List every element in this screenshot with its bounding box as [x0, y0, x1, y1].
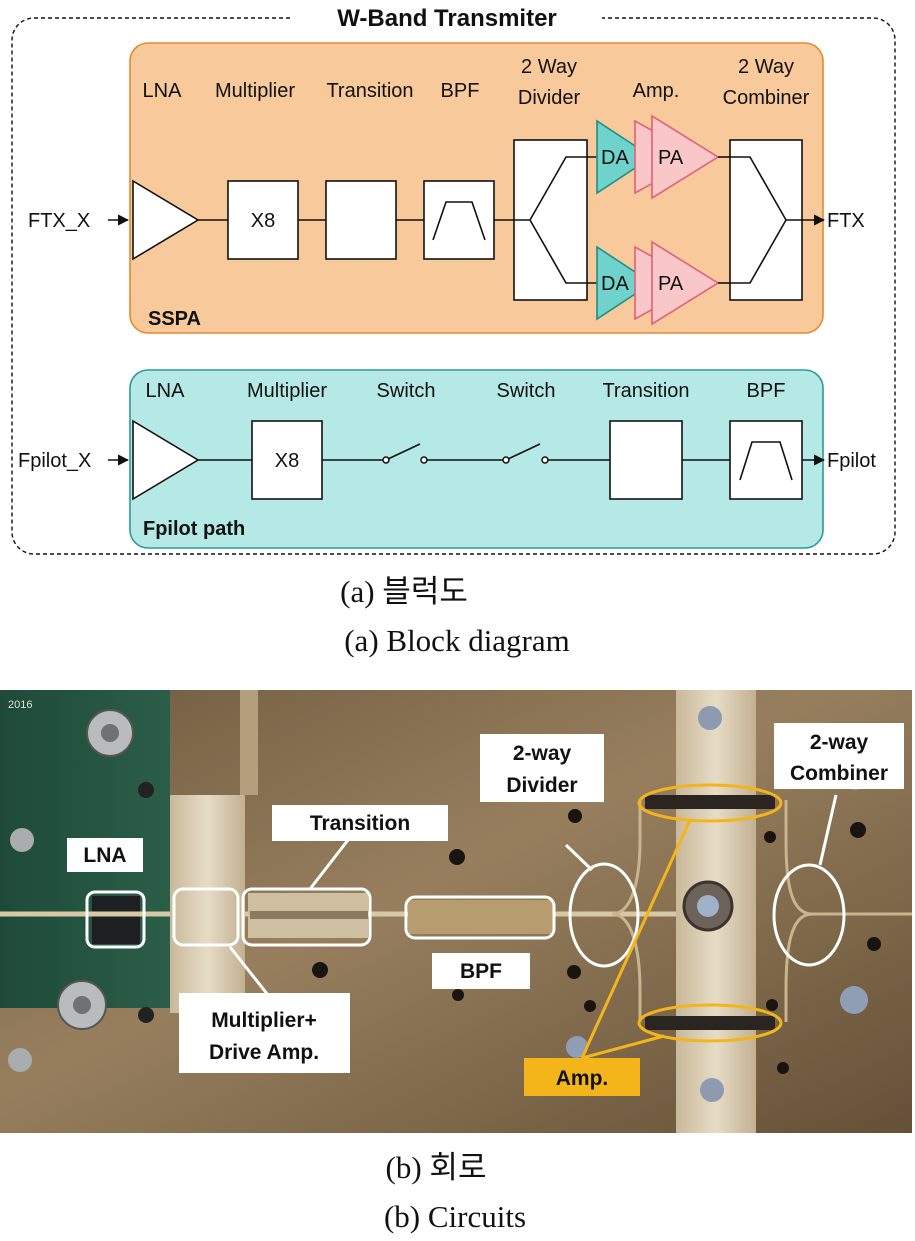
- combiner-paths: [730, 156, 802, 284]
- mounting-holes: [283, 809, 881, 1074]
- amp-chain-bottom: DA PA: [596, 240, 720, 326]
- ftx-port-label: FTX: [827, 210, 865, 232]
- highlight-shapes: [85, 794, 846, 996]
- pilot-label: Fpilot path: [143, 518, 245, 540]
- fpilot-x-port-label: Fpilot_X: [18, 450, 91, 472]
- sspa-panel: SSPA LNA Multiplier Transition BPF 2 Way…: [28, 42, 865, 334]
- svg-text:Multiplier+: Multiplier+: [211, 1009, 317, 1032]
- svg-text:Amp.: Amp.: [556, 1067, 609, 1090]
- svg-text:Transition: Transition: [310, 812, 410, 835]
- caption-b-korean: (b) 회로: [386, 1150, 487, 1185]
- diagram-title: W-Band Transmiter: [337, 5, 557, 32]
- sspa-header-combiner-line2: Combiner: [723, 87, 810, 109]
- pilot-lna-symbol: [132, 419, 200, 501]
- sspa-bpf-block: [423, 180, 495, 260]
- combiner-highlight: [772, 863, 846, 967]
- svg-text:2-way: 2-way: [513, 742, 572, 765]
- block-diagram: W-Band Transmiter SSPA LNA Multiplier Tr…: [11, 4, 896, 658]
- pa-symbol-top: [651, 114, 720, 200]
- pilot-bpf-block: [729, 420, 803, 500]
- sspa-multiplier-text: X8: [251, 210, 275, 232]
- sspa-header-amp: Amp.: [633, 80, 680, 102]
- circuit-photo: 2016: [0, 690, 912, 1234]
- sspa-header-combiner-line1: 2 Way: [738, 56, 794, 78]
- sspa-transition-block: [325, 180, 397, 260]
- board-marking: 2016: [8, 699, 32, 711]
- da-symbol-top: [596, 119, 654, 195]
- amp-chain-top: DA PA: [596, 114, 720, 200]
- svg-text:2-way: 2-way: [810, 731, 869, 754]
- amp-highlight-top: [637, 783, 783, 823]
- caption-a-english: (a) Block diagram: [344, 623, 570, 658]
- sspa-lna-symbol: [132, 179, 200, 261]
- caption-b-english: (b) Circuits: [384, 1199, 526, 1234]
- da-symbol-bottom: [596, 245, 654, 321]
- pilot-panel: Fpilot path LNA Multiplier Switch Switch…: [18, 369, 876, 549]
- divider-highlight: [568, 862, 640, 968]
- pilot-header-multiplier: Multiplier: [247, 380, 327, 402]
- divider-paths: [514, 156, 600, 284]
- lna-highlight: [85, 890, 146, 949]
- amp-chip-top: [645, 795, 775, 809]
- ftx-x-port-label: FTX_X: [28, 210, 90, 232]
- pa-label-top: PA: [658, 147, 684, 169]
- multiplier-highlight: [172, 887, 240, 947]
- pcb-screws: [8, 709, 154, 1072]
- amp-chip-bottom: [645, 1016, 775, 1030]
- pilot-header-switch2: Switch: [497, 380, 556, 402]
- tag-bpf: BPF: [432, 953, 530, 989]
- pilot-bpf-shape: [739, 441, 793, 481]
- pa-label-bottom: PA: [658, 273, 684, 295]
- svg-text:BPF: BPF: [460, 960, 502, 983]
- bpf-substrate: [408, 900, 554, 934]
- amp-highlights: [580, 783, 783, 1060]
- fpilot-port-label: Fpilot: [827, 450, 876, 472]
- tag-multiplier: Multiplier+ Drive Amp.: [179, 993, 350, 1073]
- sspa-header-divider-line1: 2 Way: [521, 56, 577, 78]
- svg-text:Combiner: Combiner: [790, 762, 888, 785]
- pa-symbol-bottom: [651, 240, 720, 326]
- sspa-header-multiplier: Multiplier: [215, 80, 295, 102]
- sspa-header-bpf: BPF: [441, 80, 480, 102]
- tag-divider: 2-way Divider: [480, 734, 604, 802]
- bpf-highlight: [404, 895, 556, 940]
- tag-combiner: 2-way Combiner: [774, 723, 904, 789]
- amp-highlight-bottom: [637, 1003, 783, 1043]
- caption-a-korean: (a) 블럭도: [340, 574, 468, 609]
- sspa-label: SSPA: [148, 308, 201, 330]
- sspa-header-lna: LNA: [143, 80, 183, 102]
- pilot-header-bpf: BPF: [747, 380, 786, 402]
- da-label-top: DA: [601, 147, 629, 169]
- lna-chip: [92, 896, 140, 944]
- tag-lna: LNA: [67, 838, 143, 872]
- sspa-bpf-shape: [432, 201, 486, 241]
- multiplier-substrate: [170, 795, 245, 1013]
- pilot-header-lna: LNA: [146, 380, 186, 402]
- da-label-bottom: DA: [601, 273, 629, 295]
- svg-text:LNA: LNA: [83, 844, 126, 867]
- tag-transition: Transition: [272, 805, 448, 841]
- svg-text:Divider: Divider: [506, 774, 577, 797]
- svg-text:Drive Amp.: Drive Amp.: [209, 1041, 319, 1064]
- pilot-header-switch1: Switch: [377, 380, 436, 402]
- sspa-header-transition: Transition: [326, 80, 413, 102]
- transition-highlight: [241, 887, 372, 947]
- pilot-multiplier-text: X8: [275, 450, 299, 472]
- pilot-header-transition: Transition: [602, 380, 689, 402]
- sspa-header-divider-line2: Divider: [518, 87, 581, 109]
- tag-amp: Amp.: [524, 1058, 640, 1096]
- pilot-transition-block: [609, 420, 683, 500]
